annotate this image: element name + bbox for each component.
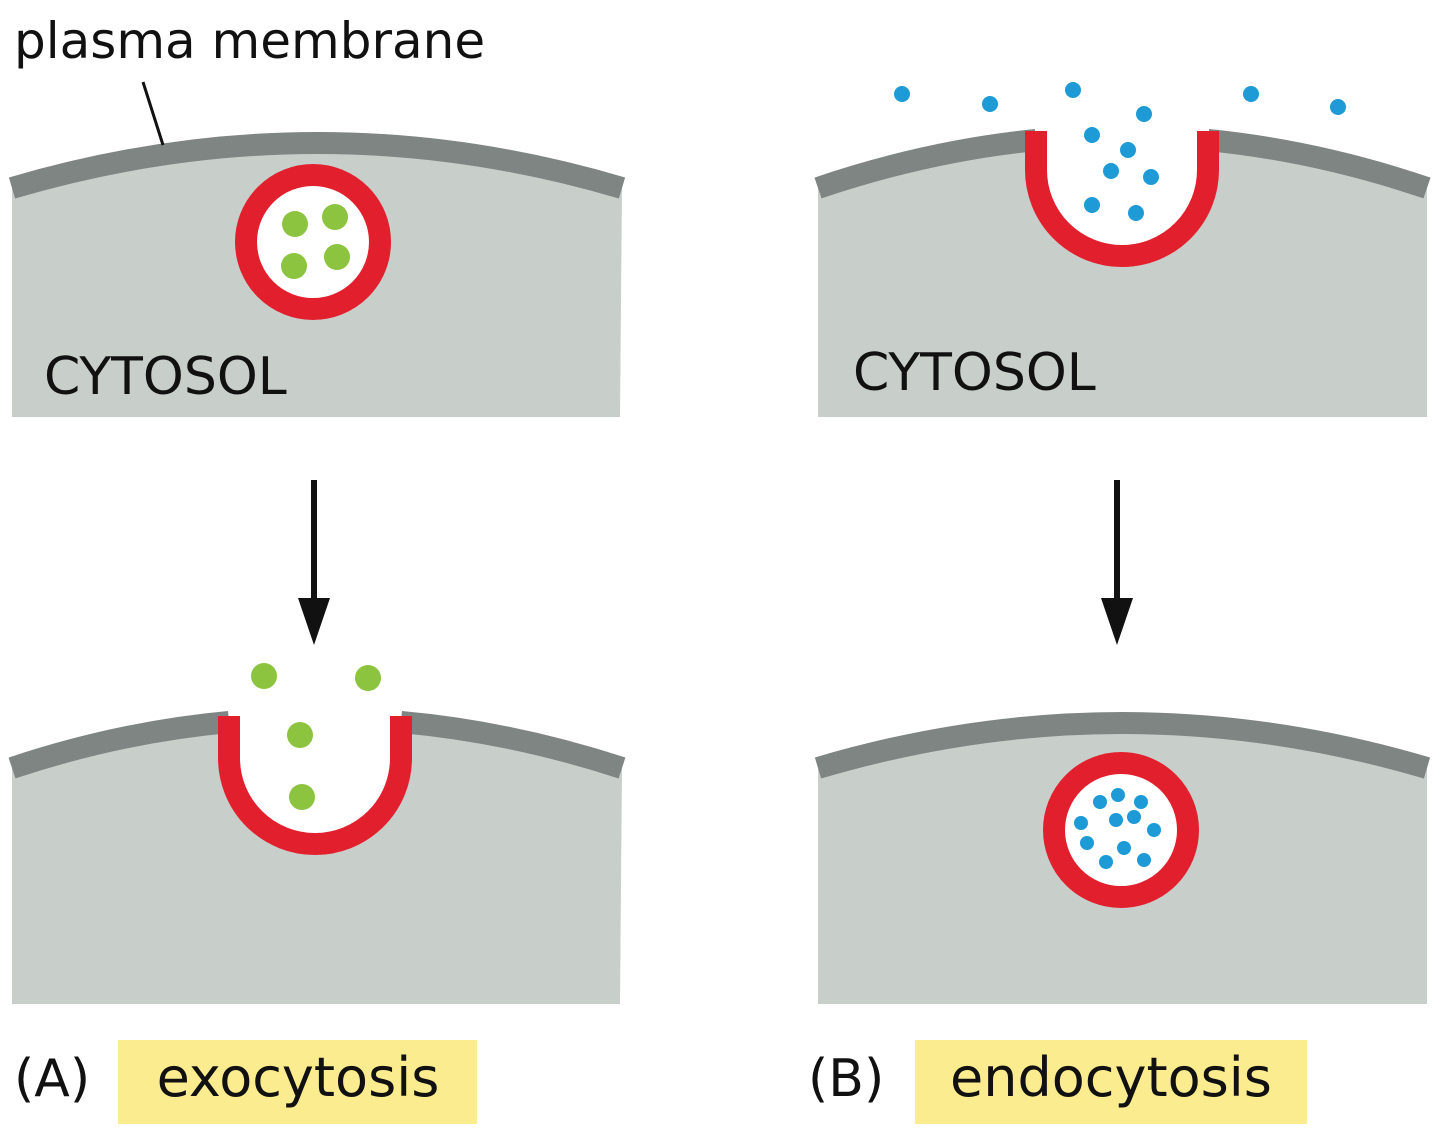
secretory-vesicle xyxy=(235,164,391,320)
plasma-membrane xyxy=(1206,129,1431,199)
exocytosis-label: exocytosis xyxy=(157,1046,440,1109)
cytosol-label-b: CYTOSOL xyxy=(853,343,1096,403)
arrow-down-b xyxy=(1101,480,1133,645)
plasma-membrane xyxy=(8,711,231,779)
plasma-membrane xyxy=(8,132,626,199)
endocytosis-highlight xyxy=(915,1040,1307,1124)
membrane-invagination xyxy=(1025,131,1219,267)
plasma-membrane xyxy=(814,129,1038,199)
panel-a-top xyxy=(8,132,626,417)
extracellular-molecules xyxy=(894,82,1346,221)
cytosol-region xyxy=(818,143,1427,417)
extracellular-space xyxy=(1036,140,1208,256)
arrow-down-a xyxy=(298,480,330,645)
panel-label-b: (B) xyxy=(808,1049,884,1109)
cargo-molecules xyxy=(281,204,350,279)
exocytosis-highlight xyxy=(118,1040,477,1124)
membrane-callout: plasma membrane xyxy=(14,12,485,146)
extracellular-space xyxy=(229,722,401,844)
cytosol-region xyxy=(12,723,622,1004)
panel-a-bottom xyxy=(8,663,626,1004)
membrane-label: plasma membrane xyxy=(14,12,485,70)
cytosol-label-a: CYTOSOL xyxy=(44,347,287,407)
released-cargo xyxy=(251,663,381,810)
fused-vesicle xyxy=(218,716,412,855)
panel-label-a: (A) xyxy=(14,1049,90,1109)
plasma-membrane xyxy=(400,711,626,779)
internalized-molecules xyxy=(1074,788,1161,869)
panel-b-bottom xyxy=(814,712,1431,1004)
endocytic-vesicle xyxy=(1043,752,1199,908)
panel-b-top xyxy=(814,82,1431,417)
endocytosis-label: endocytosis xyxy=(950,1046,1272,1109)
plasma-membrane xyxy=(814,712,1431,779)
